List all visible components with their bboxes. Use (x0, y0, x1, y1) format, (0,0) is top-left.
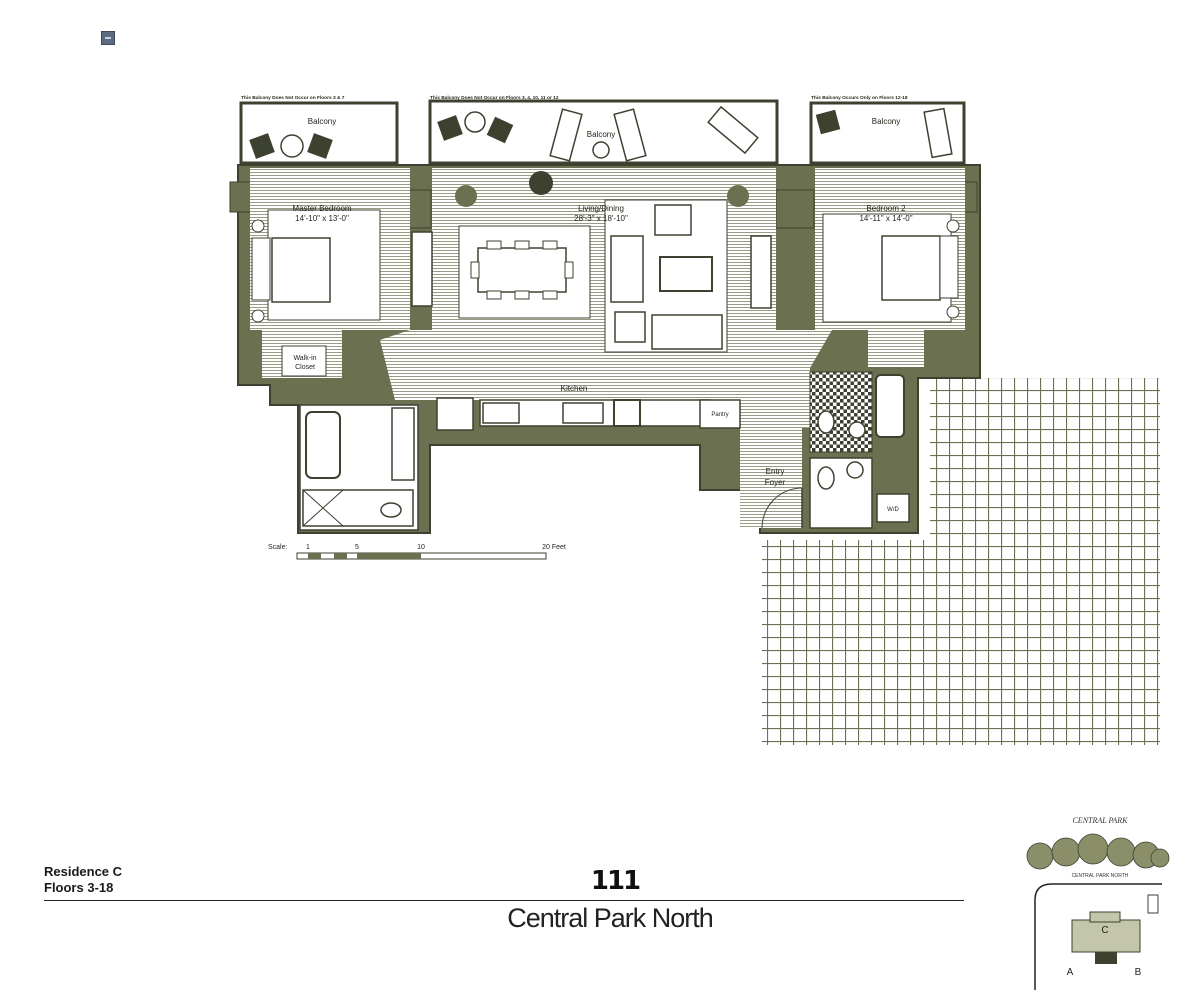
terrace-grid (762, 378, 1160, 745)
scale-tick-1: 1 (306, 544, 310, 551)
keymap-unit-b: B (1135, 967, 1142, 978)
residence-name: Residence C (44, 864, 123, 879)
keymap-park-label: CENTRAL PARK (1072, 816, 1128, 825)
kitchen-label: Kitchen (561, 384, 588, 393)
footer-divider (44, 900, 964, 901)
balconies (239, 99, 966, 165)
scale-tick-10: 10 (417, 544, 425, 551)
walk-in-closet-label-1: Walk-in (293, 355, 316, 362)
balcony-right-label: Balcony (872, 117, 900, 126)
scale-bar: Scale: 1 5 10 20 Feet (268, 544, 566, 560)
keymap-street-label: CENTRAL PARK NORTH (1071, 873, 1129, 879)
balcony-note-center: This Balcony Does Not Occur on Floors 3,… (430, 95, 559, 101)
residence-title: Residence C Floors 3-18 (44, 864, 122, 896)
page-corner-marker (101, 31, 115, 45)
entry-foyer-label-1: Entry (766, 467, 785, 476)
master-bedroom-dims: 14'-10" x 13'-0" (295, 214, 349, 223)
bedroom-2-dims: 14'-11" x 14'-0" (859, 214, 912, 223)
building-name: Central Park North (507, 903, 714, 933)
master-bedroom-label: Master Bedroom (292, 204, 351, 213)
balcony-note-right: This Balcony Occurs Only on Floors 12-18 (811, 95, 908, 101)
building-number: 111 (590, 866, 641, 896)
residence-floors: Floors 3-18 (44, 880, 114, 895)
balcony-left-label: Balcony (308, 117, 336, 126)
scale-tick-5: 5 (355, 544, 359, 551)
scale-tick-20: 20 Feet (542, 544, 566, 551)
interior-furniture (251, 171, 960, 531)
keymap-unit-c: C (1101, 925, 1108, 936)
pantry-label: Pantry (711, 412, 728, 418)
site-key-map: C A B (1026, 833, 1170, 990)
washer-dryer-label: W/D (887, 507, 899, 513)
room-labels: This Balcony Does Not Occur on Floors 3 … (241, 95, 913, 513)
balcony-note-left: This Balcony Does Not Occur on Floors 3 … (241, 95, 345, 101)
living-dining-dims: 28'-3" x 18'-10" (574, 214, 628, 223)
keymap-unit-a: A (1067, 967, 1074, 978)
walk-in-closet-label-2: Closet (295, 364, 315, 371)
scale-label: Scale: (268, 544, 288, 551)
entry-foyer-label-2: Foyer (765, 478, 786, 487)
park-trees-icon (1026, 833, 1170, 870)
balcony-center-label: Balcony (587, 130, 615, 139)
bedroom-2-label: Bedroom 2 (866, 204, 906, 213)
living-dining-label: Living/Dining (578, 204, 624, 213)
